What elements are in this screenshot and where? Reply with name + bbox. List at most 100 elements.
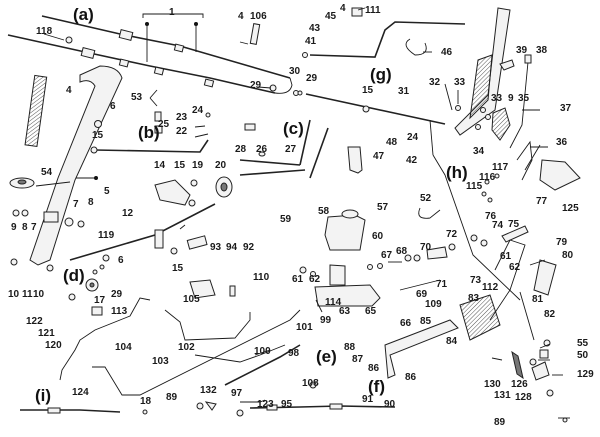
part-label: 50 xyxy=(577,350,589,361)
part-label: 105 xyxy=(183,294,200,305)
handbrake-cables xyxy=(7,13,299,96)
part-label: 116 xyxy=(479,172,496,183)
part-label: 125 xyxy=(562,203,579,214)
part-label: 101 xyxy=(296,322,313,333)
part-label: 62 xyxy=(509,262,521,273)
part-label: 10 xyxy=(33,289,45,300)
part-label: 90 xyxy=(384,399,396,410)
part-label: 15 xyxy=(172,263,184,274)
part-label: 112 xyxy=(482,282,499,293)
group-label-e: (e) xyxy=(316,347,337,366)
part-label: 123 xyxy=(257,399,274,410)
leader-lines xyxy=(35,7,570,419)
part-label: 23 xyxy=(176,112,188,123)
center-parts xyxy=(69,179,216,262)
part-label: 4 xyxy=(340,3,346,14)
part-label: 67 xyxy=(381,250,393,261)
part-label: 18 xyxy=(140,396,152,407)
part-label: 89 xyxy=(166,392,178,403)
part-label: 99 xyxy=(320,315,332,326)
part-label: 6 xyxy=(110,101,116,112)
part-label: 126 xyxy=(511,379,528,390)
part-label: 58 xyxy=(318,206,330,217)
part-label: 68 xyxy=(396,246,408,257)
part-label: 12 xyxy=(122,208,134,219)
part-label: 61 xyxy=(500,251,512,262)
part-label: 41 xyxy=(305,36,317,47)
part-label: 25 xyxy=(158,119,170,130)
part-label: 15 xyxy=(362,85,374,96)
handbrake-lever xyxy=(454,7,581,191)
part-label: 92 xyxy=(243,242,255,253)
part-label: 63 xyxy=(339,306,351,317)
pedals xyxy=(384,239,557,397)
part-label: 30 xyxy=(289,66,301,77)
part-label: 28 xyxy=(235,144,247,155)
part-label: 121 xyxy=(38,328,55,339)
part-label: 88 xyxy=(344,342,356,353)
part-label: 108 xyxy=(302,378,319,389)
part-label: 8 xyxy=(22,222,28,233)
part-label: 60 xyxy=(372,231,384,242)
part-label: 95 xyxy=(281,399,293,410)
part-label: 86 xyxy=(405,372,417,383)
part-label: 93 xyxy=(210,242,222,253)
part-label: 46 xyxy=(441,47,453,58)
part-label: 73 xyxy=(470,275,482,286)
part-label: 106 xyxy=(250,11,267,22)
part-label: 132 xyxy=(200,385,217,396)
part-label: 97 xyxy=(231,388,243,399)
master-cylinder xyxy=(299,119,529,313)
part-label: 109 xyxy=(425,299,442,310)
part-label: 91 xyxy=(362,394,374,405)
part-label: 33 xyxy=(491,93,503,104)
part-label: 80 xyxy=(562,250,574,261)
part-label: 36 xyxy=(556,137,568,148)
part-label: 29 xyxy=(306,73,318,84)
part-label: 9 xyxy=(508,93,514,104)
group-label-h: (h) xyxy=(446,163,468,182)
part-label: 83 xyxy=(468,293,480,304)
part-label: 15 xyxy=(174,160,186,171)
part-label: 54 xyxy=(41,167,53,178)
part-label: 20 xyxy=(215,160,227,171)
part-label: 43 xyxy=(309,23,321,34)
part-label: 4 xyxy=(238,11,244,22)
part-label: 7 xyxy=(73,199,79,210)
part-label: 26 xyxy=(256,144,268,155)
part-label: 45 xyxy=(325,11,337,22)
part-label: 37 xyxy=(560,103,572,114)
part-label: 24 xyxy=(407,132,419,143)
part-label: 124 xyxy=(72,387,89,398)
part-label: 114 xyxy=(325,297,342,308)
part-label: 86 xyxy=(368,363,380,374)
part-label: 77 xyxy=(536,196,548,207)
part-label: 122 xyxy=(26,316,43,327)
cables-g xyxy=(297,7,466,125)
cables-c xyxy=(215,119,329,198)
part-label: 129 xyxy=(577,369,594,380)
part-label: 118 xyxy=(36,26,53,37)
part-label: 34 xyxy=(473,146,485,157)
part-label: 75 xyxy=(508,219,520,230)
part-label: 74 xyxy=(492,220,504,231)
group-label-f: (f) xyxy=(368,377,385,396)
part-label: 130 xyxy=(484,379,501,390)
part-label: 4 xyxy=(66,85,72,96)
part-label: 100 xyxy=(254,346,271,357)
part-label: 17 xyxy=(94,295,106,306)
part-label: 69 xyxy=(416,289,428,300)
part-label: 1 xyxy=(169,7,175,18)
part-label: 119 xyxy=(98,230,115,241)
part-label: 84 xyxy=(446,336,458,347)
part-label: 85 xyxy=(420,316,432,327)
part-label: 31 xyxy=(398,86,410,97)
part-label: 39 xyxy=(516,45,528,56)
group-label-i: (i) xyxy=(35,386,52,405)
part-label: 57 xyxy=(377,202,389,213)
part-label: 27 xyxy=(285,144,297,155)
part-label: 102 xyxy=(178,342,195,353)
part-label: 65 xyxy=(365,306,377,317)
part-label: 82 xyxy=(544,309,556,320)
pipes-and-cables xyxy=(20,264,568,423)
